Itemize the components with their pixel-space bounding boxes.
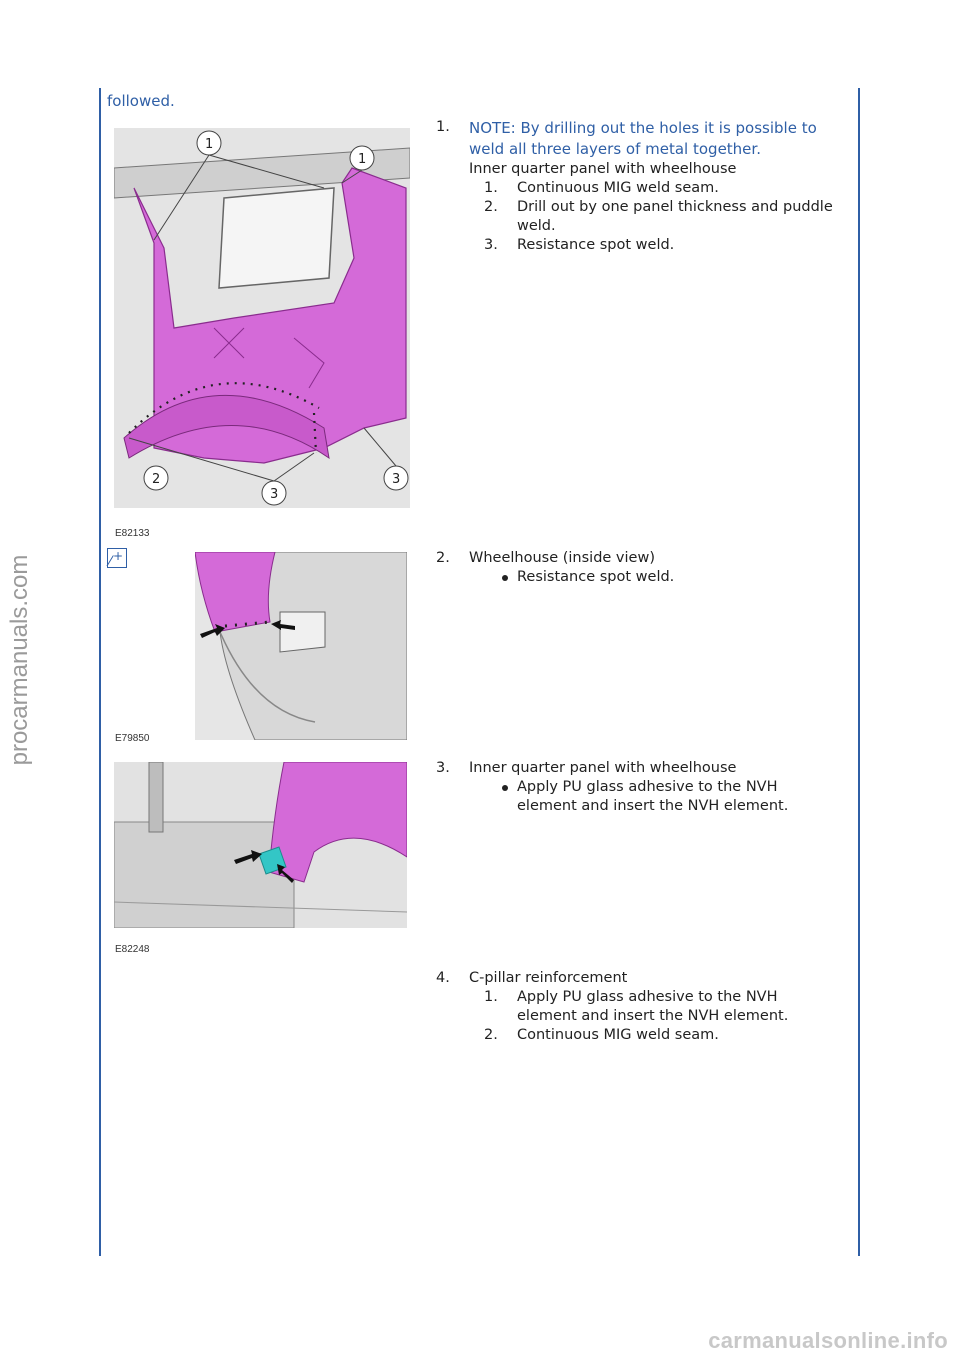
step-3: 3. Inner quarter panel with wheelhouse A… [436, 759, 836, 816]
svg-text:1: 1 [205, 137, 213, 152]
left-margin-rule [99, 88, 101, 1256]
step-number: 2. [436, 550, 450, 566]
side-watermark: procarmanuals.com [6, 554, 33, 766]
step-2: 2. Wheelhouse (inside view) Resistance s… [436, 549, 836, 587]
list-item: 3. Resistance spot weld. [484, 237, 675, 253]
step-note: NOTE: By drilling out the holes it is po… [469, 119, 817, 158]
step-1: 1. NOTE: By drilling out the holes it is… [436, 118, 836, 255]
step-title: Wheelhouse (inside view) [469, 550, 655, 566]
step-title: Inner quarter panel with wheelhouse [469, 161, 737, 177]
step-title: Inner quarter panel with wheelhouse [469, 760, 737, 776]
continuation-text: followed. [107, 92, 175, 110]
list-item: 1. Continuous MIG weld seam. [484, 180, 719, 196]
svg-text:3: 3 [270, 487, 278, 502]
step-4: 4. C-pillar reinforcement 1. Apply PU gl… [436, 969, 836, 1045]
step-title: C-pillar reinforcement [469, 970, 628, 986]
figure-inner-quarter-panel: 1 1 2 3 3 [114, 128, 410, 508]
step-number: 4. [436, 970, 450, 986]
list-item: 2. Drill out by one panel thickness and … [484, 199, 833, 234]
step-number: 1. [436, 119, 450, 135]
figure-code: E82133 [115, 528, 150, 539]
figure-code: E82248 [115, 944, 150, 955]
footer-watermark: carmanualsonline.info [708, 1328, 948, 1353]
figure-wheelhouse-inside [195, 552, 407, 740]
bullet-icon [502, 785, 508, 791]
list-item: 2. Continuous MIG weld seam. [484, 1027, 719, 1043]
svg-text:2: 2 [152, 472, 160, 487]
list-item: Resistance spot weld. [484, 568, 836, 587]
right-margin-rule [858, 88, 860, 1256]
zoom-icon[interactable]: + ⁄ [107, 548, 127, 569]
bullet-icon [502, 575, 508, 581]
list-item: 1. Apply PU glass adhesive to the NVH el… [484, 989, 789, 1024]
figure-nvh-element [114, 762, 407, 928]
figure-code: E79850 [115, 733, 150, 744]
step-number: 3. [436, 760, 450, 776]
svg-text:3: 3 [392, 472, 400, 487]
list-item: Apply PU glass adhesive to the NVH eleme… [484, 778, 836, 816]
svg-text:1: 1 [358, 152, 366, 167]
